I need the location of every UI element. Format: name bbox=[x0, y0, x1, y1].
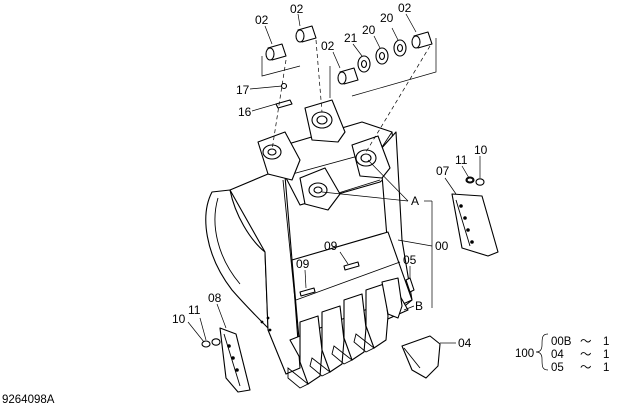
variant-row-2-qty: 1 bbox=[603, 349, 609, 361]
label-A: A bbox=[411, 194, 419, 208]
variant-row-2-code: 04 bbox=[551, 349, 564, 361]
assembly-number: 100 bbox=[515, 348, 534, 360]
label-07: 07 bbox=[436, 164, 450, 178]
label-20-b: 20 bbox=[380, 11, 394, 25]
variant-row-3-tilde: ～ bbox=[580, 362, 592, 374]
label-17: 17 bbox=[236, 83, 250, 97]
variant-row-1-code: 00B bbox=[551, 336, 572, 348]
label-11-l: 11 bbox=[188, 303, 201, 317]
bushing-02-b bbox=[295, 25, 317, 43]
side-cutter-08 bbox=[201, 327, 251, 393]
bushing-02-d bbox=[411, 31, 433, 49]
label-02-a: 02 bbox=[255, 13, 269, 27]
label-04: 04 bbox=[458, 336, 472, 350]
pin-parts bbox=[261, 25, 474, 183]
label-16: 16 bbox=[238, 105, 252, 119]
label-09-a: 09 bbox=[324, 239, 338, 253]
label-08: 08 bbox=[208, 291, 222, 305]
tooth-3 bbox=[331, 293, 367, 365]
plate-16 bbox=[275, 99, 293, 109]
label-02-b: 02 bbox=[290, 2, 304, 16]
label-02-d: 02 bbox=[398, 1, 412, 15]
part-labels: 02 02 02 02 21 20 20 17 16 07 11 10 A 00… bbox=[172, 1, 488, 350]
tooth-1 bbox=[287, 315, 323, 389]
tooth-5 bbox=[381, 277, 403, 319]
variant-row-3-qty: 1 bbox=[603, 362, 609, 374]
label-B: B bbox=[415, 299, 423, 313]
bushing-02-c bbox=[337, 67, 359, 85]
label-10-l: 10 bbox=[172, 312, 186, 326]
label-10-r: 10 bbox=[474, 143, 488, 157]
drawing-number: 9264098A bbox=[2, 394, 55, 406]
label-09-b: 09 bbox=[296, 257, 310, 271]
variant-row-3-code: 05 bbox=[551, 362, 564, 374]
variant-row-1-tilde: ～ bbox=[580, 336, 592, 348]
leader-lines bbox=[187, 13, 549, 371]
label-02-c: 02 bbox=[321, 39, 335, 53]
bucket-teeth bbox=[287, 277, 441, 389]
variant-table: 100 00B ～ 1 04 ～ 1 05 ～ 1 bbox=[515, 336, 609, 374]
variant-row-2-tilde: ～ bbox=[580, 349, 592, 361]
label-20-a: 20 bbox=[362, 23, 376, 37]
side-cutter-07 bbox=[451, 176, 499, 257]
bushing-02-a bbox=[265, 43, 287, 61]
label-21: 21 bbox=[344, 31, 358, 45]
tooth-2 bbox=[309, 305, 345, 377]
bolts bbox=[299, 261, 415, 297]
label-05: 05 bbox=[403, 253, 417, 267]
variant-row-1-qty: 1 bbox=[603, 336, 609, 348]
label-00: 00 bbox=[435, 239, 449, 253]
tooth-04-detached bbox=[401, 335, 441, 379]
label-11-r: 11 bbox=[455, 153, 468, 167]
